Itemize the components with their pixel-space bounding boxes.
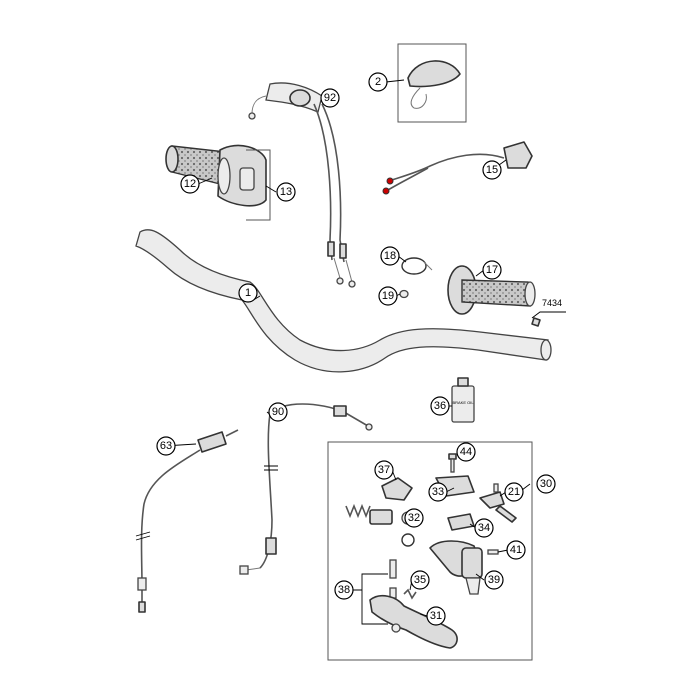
part-2-box: [397, 43, 467, 123]
svg-text:19: 19: [382, 290, 394, 302]
callout-63: 63: [156, 436, 176, 456]
callout-31: 31: [426, 606, 446, 626]
callout-17: 17: [482, 260, 502, 280]
svg-text:37: 37: [378, 464, 390, 476]
callout-15: 15: [482, 160, 502, 180]
screw-41: [487, 549, 499, 555]
piston-spring: [345, 503, 415, 547]
svg-text:35: 35: [414, 574, 426, 586]
callout-13: 13: [276, 182, 296, 202]
throttle-grip: [165, 144, 267, 207]
bottle-label: BRAKE OIL: [452, 400, 474, 405]
svg-text:18: 18: [384, 250, 396, 262]
clamp-cover: [381, 477, 413, 501]
clutch-assembly-box: [327, 441, 533, 661]
part-code-text: 7434: [542, 298, 562, 308]
svg-text:13: 13: [280, 186, 292, 198]
callout-32: 32: [404, 508, 424, 528]
callout-18: 18: [380, 246, 400, 266]
throttle-bracket-line: [246, 149, 271, 221]
pivot-pins: [389, 559, 397, 599]
cable-tie: [401, 257, 433, 275]
hot-start-cable: [239, 403, 373, 575]
part-code-leader: [531, 311, 566, 319]
bar-end-plug: [531, 317, 541, 327]
svg-text:1: 1: [245, 287, 251, 299]
svg-text:39: 39: [488, 574, 500, 586]
callout-34: 34: [474, 518, 494, 538]
throttle-cable: [248, 82, 356, 288]
callout-44: 44: [456, 442, 476, 462]
svg-text:31: 31: [430, 610, 442, 622]
svg-text:36: 36: [434, 400, 446, 412]
brake-oil-bottle: BRAKE OIL: [451, 377, 475, 423]
callout-38: 38: [334, 580, 354, 600]
screw-21: [479, 483, 517, 523]
svg-text:41: 41: [510, 544, 522, 556]
handguard-cap: [407, 60, 461, 109]
svg-text:32: 32: [408, 512, 420, 524]
gasket: [447, 513, 475, 531]
callout-2: 2: [368, 72, 388, 92]
callout-35: 35: [410, 570, 430, 590]
callout-33: 33: [428, 482, 448, 502]
callout-92: 92: [320, 88, 340, 108]
left-grip: [447, 265, 536, 315]
callout-90: 90: [268, 402, 288, 422]
rubber-plug: [399, 289, 409, 299]
clutch-lever: [369, 594, 458, 649]
clutch-cable: [135, 429, 239, 613]
svg-text:21: 21: [508, 486, 520, 498]
svg-text:12: 12: [184, 178, 196, 190]
svg-text:33: 33: [432, 486, 444, 498]
svg-text:63: 63: [160, 440, 172, 452]
callout-21: 21: [504, 482, 524, 502]
svg-text:2: 2: [375, 76, 381, 88]
svg-text:90: 90: [272, 406, 284, 418]
callout-1: 1: [238, 283, 258, 303]
callout-30: 30: [536, 474, 556, 494]
svg-text:92: 92: [324, 92, 336, 104]
callout-39: 39: [484, 570, 504, 590]
small-spring: [403, 588, 417, 600]
callout-12: 12: [180, 174, 200, 194]
callout-37: 37: [374, 460, 394, 480]
callout-19: 19: [378, 286, 398, 306]
master-cylinder: [429, 540, 483, 595]
svg-text:17: 17: [486, 264, 498, 276]
svg-text:15: 15: [486, 164, 498, 176]
kill-switch: [382, 141, 533, 195]
svg-text:34: 34: [478, 522, 490, 534]
svg-text:44: 44: [460, 446, 472, 458]
callout-36: 36: [430, 396, 450, 416]
handlebar: [135, 229, 552, 373]
callout-41: 41: [506, 540, 526, 560]
svg-text:38: 38: [338, 584, 350, 596]
svg-text:30: 30: [540, 478, 552, 490]
screw-44: [448, 453, 457, 473]
